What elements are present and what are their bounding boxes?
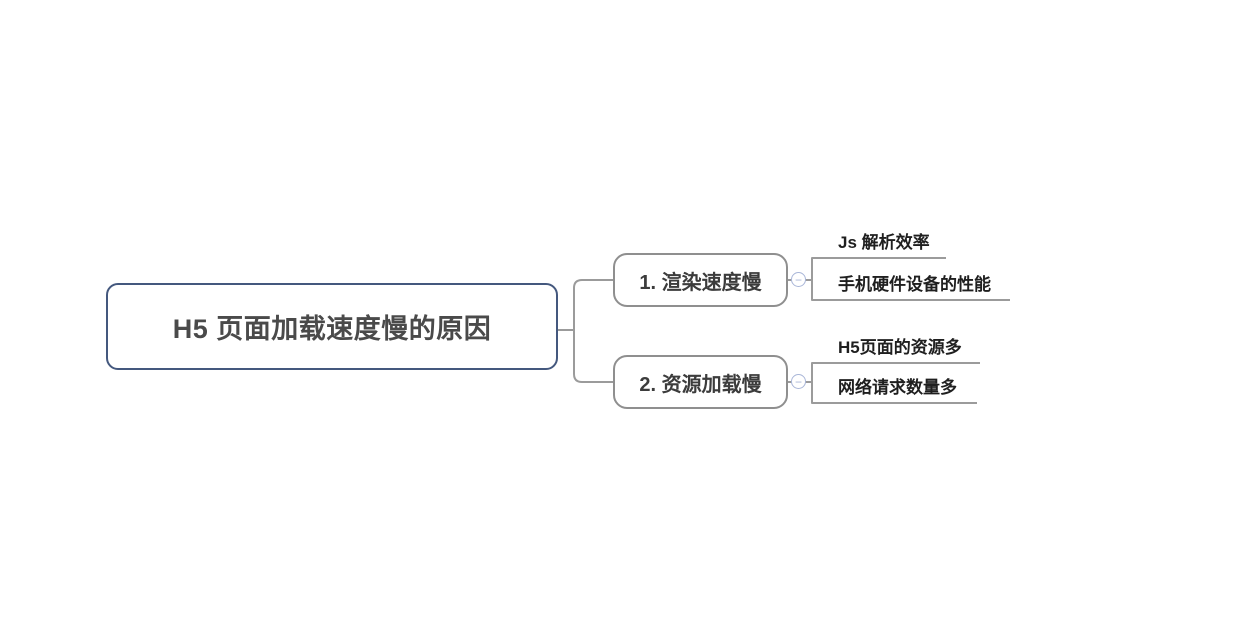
connector-root-fork [573,279,613,383]
branch-topic-node-resource-load[interactable]: 2. 资源加载慢 [613,355,788,409]
branch-topic-node-render-speed[interactable]: 1. 渲染速度慢 [613,253,788,307]
connector-branch1-children [811,257,1010,301]
collapse-button-branch-1[interactable]: − [791,272,806,287]
root-topic-label: H5 页面加载速度慢的原因 [172,314,492,344]
child-topic-node-many-requests[interactable]: 网络请求数量多 [838,378,957,397]
connector-branch2-children [811,362,980,404]
branch-topic-label: 2. 资源加载慢 [639,373,762,396]
collapse-button-branch-2[interactable]: − [791,374,806,389]
minus-icon: − [794,374,802,389]
minus-icon: − [794,272,802,287]
child-topic-node-many-resources[interactable]: H5页面的资源多 [838,338,962,357]
root-topic-node[interactable]: H5 页面加载速度慢的原因 [106,283,558,370]
branch-topic-label: 1. 渲染速度慢 [639,271,762,294]
child-topic-node-hardware-performance[interactable]: 手机硬件设备的性能 [838,275,991,294]
child-topic-node-js-parsing[interactable]: Js 解析效率 [838,233,930,252]
